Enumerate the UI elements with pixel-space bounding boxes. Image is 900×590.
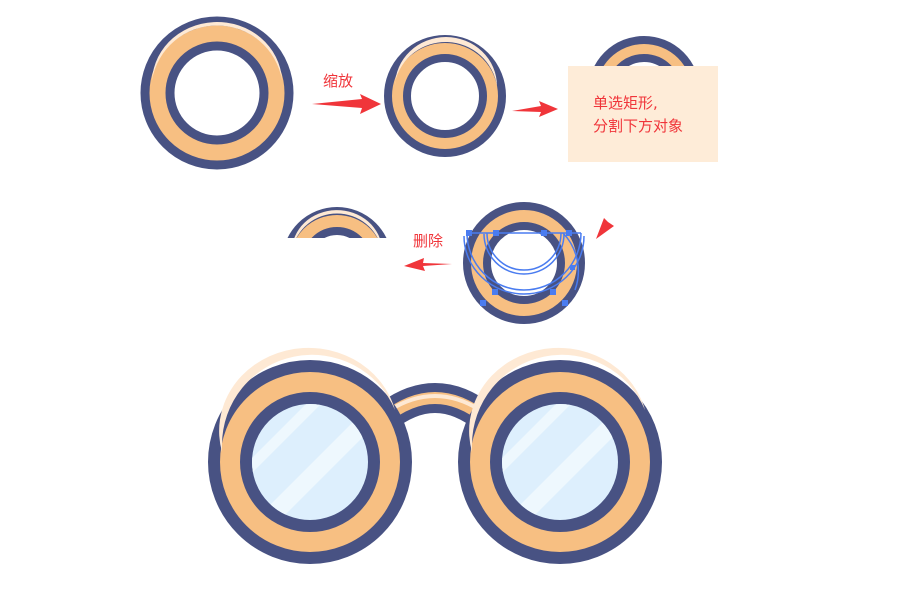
left-lens [208, 347, 412, 564]
scale-step-label: 缩放 [323, 72, 354, 90]
ring-divided-selected [463, 202, 585, 324]
delete-step-label: 删除 [413, 232, 444, 250]
arrow-icon [512, 101, 558, 117]
instruction-note: 单选矩形, 分割下方对象 [568, 66, 718, 162]
right-lens [458, 347, 662, 564]
arrow-icon [596, 188, 639, 239]
ring-original [140, 16, 294, 170]
note-line-2: 分割下方对象 [593, 117, 684, 135]
ring-scaled [384, 35, 506, 157]
ring-top-half [287, 207, 387, 238]
arrow-icon [312, 94, 381, 114]
glasses-final [208, 347, 662, 564]
note-line-1: 单选矩形, [593, 94, 658, 112]
arrow-icon [404, 258, 452, 271]
